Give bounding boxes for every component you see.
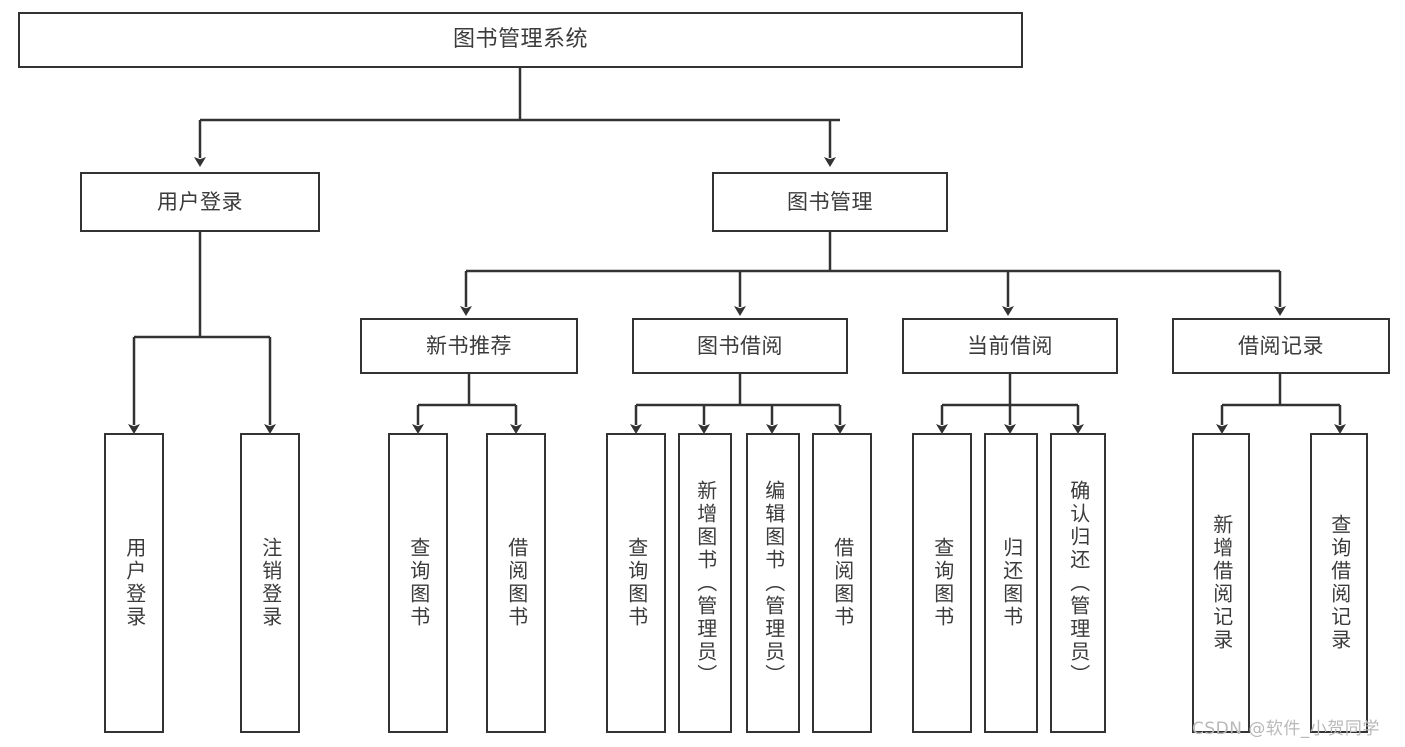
leaf-current-borrow-confirm-return[interactable]: 确认归还（管理员）: [1050, 433, 1106, 733]
node-label: 图书管理: [787, 189, 873, 214]
node-label: 图书借阅: [697, 333, 783, 358]
node-book-management[interactable]: 图书管理: [712, 172, 948, 232]
leaf-new-book-borrow[interactable]: 借阅图书: [486, 433, 546, 733]
leaf-new-book-query[interactable]: 查询图书: [388, 433, 448, 733]
node-label: 归还图书: [999, 537, 1024, 629]
node-label: 用户登录: [157, 189, 243, 214]
leaf-user-login-signin[interactable]: 用户登录: [104, 433, 164, 733]
node-label: 编辑图书（管理员）: [761, 479, 786, 687]
leaf-current-borrow-return[interactable]: 归还图书: [984, 433, 1038, 733]
watermark: CSDN @软件_小贺同学: [1192, 719, 1380, 739]
node-current-borrow[interactable]: 当前借阅: [902, 318, 1118, 374]
leaf-current-borrow-query[interactable]: 查询图书: [912, 433, 972, 733]
node-label: 用户登录: [122, 537, 147, 629]
node-label: 借阅图书: [830, 537, 855, 629]
node-label: 新书推荐: [426, 333, 512, 358]
node-label: 图书管理系统: [452, 27, 588, 53]
leaf-borrow-record-query[interactable]: 查询借阅记录: [1310, 433, 1368, 733]
leaf-book-borrow-add[interactable]: 新增图书（管理员）: [678, 433, 732, 733]
node-borrow-record[interactable]: 借阅记录: [1172, 318, 1390, 374]
leaf-book-borrow-borrow[interactable]: 借阅图书: [812, 433, 872, 733]
node-label: 查询图书: [406, 537, 431, 629]
node-user-login[interactable]: 用户登录: [80, 172, 320, 232]
node-label: 确认归还（管理员）: [1066, 479, 1091, 687]
leaf-book-borrow-edit[interactable]: 编辑图书（管理员）: [746, 433, 800, 733]
node-label: 当前借阅: [967, 333, 1053, 358]
node-label: 注销登录: [258, 537, 283, 629]
leaf-user-login-signout[interactable]: 注销登录: [240, 433, 300, 733]
node-label: 查询图书: [624, 537, 649, 629]
leaf-borrow-record-add[interactable]: 新增借阅记录: [1192, 433, 1250, 733]
node-new-book-recommend[interactable]: 新书推荐: [360, 318, 578, 374]
node-book-borrow[interactable]: 图书借阅: [632, 318, 848, 374]
node-label: 查询借阅记录: [1327, 514, 1352, 652]
node-label: 借阅图书: [504, 537, 529, 629]
node-label: 新增借阅记录: [1209, 514, 1234, 652]
node-label: 新增图书（管理员）: [693, 479, 718, 687]
node-label: 借阅记录: [1238, 333, 1324, 358]
node-root-library-system[interactable]: 图书管理系统: [18, 12, 1023, 68]
node-label: 查询图书: [930, 537, 955, 629]
leaf-book-borrow-query[interactable]: 查询图书: [606, 433, 666, 733]
